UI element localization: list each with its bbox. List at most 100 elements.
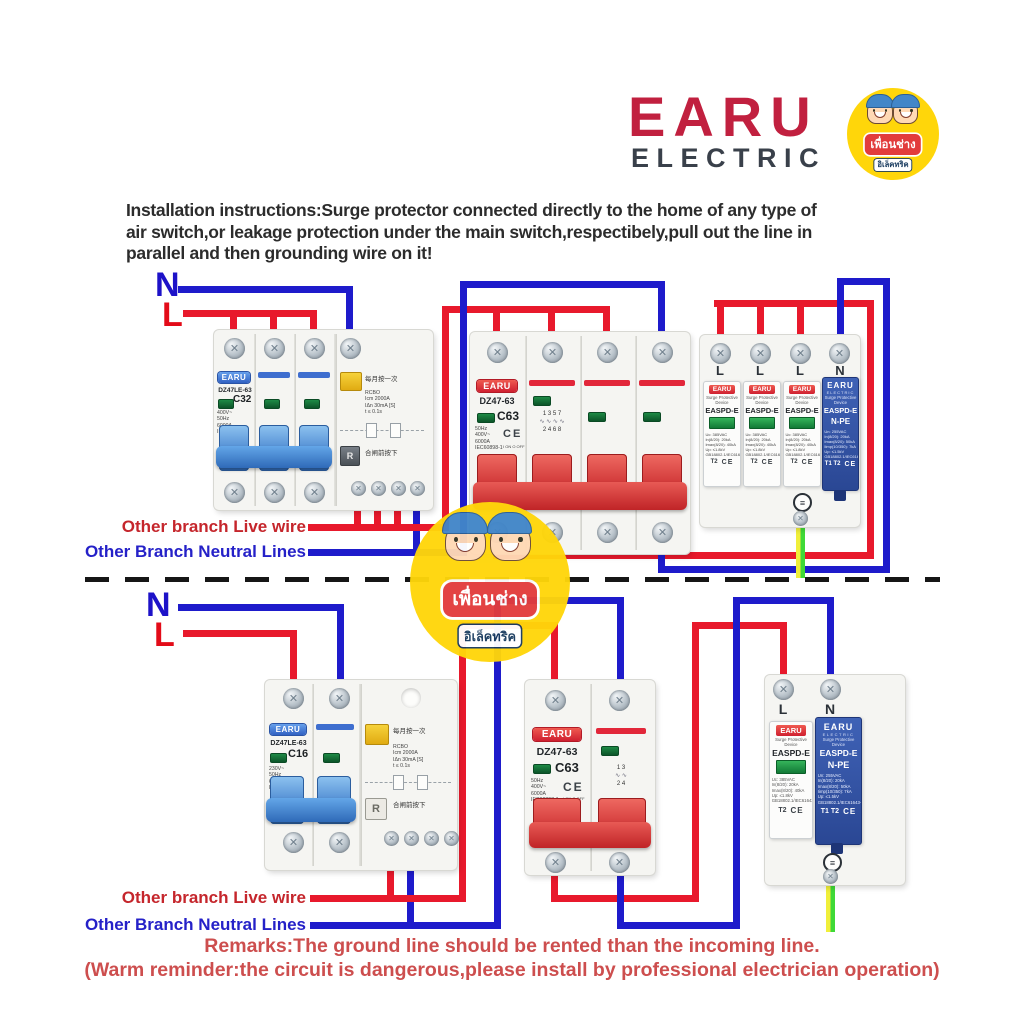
brand-logo: EARU	[748, 385, 776, 394]
terminal-screw	[264, 338, 285, 359]
instructions-line: air switch,or leakage protection under t…	[126, 221, 813, 242]
badge-subtitle: อิเล็คทริค	[458, 625, 522, 647]
green-indicator	[323, 753, 340, 763]
live-wire-segment	[374, 500, 381, 531]
type-label: Device	[833, 400, 848, 406]
spec-line: Imax(8/20): 50kA	[824, 438, 855, 444]
spec-block: Uc: 385VAC In(8/20): 20kA Imax(8/20): 40…	[745, 432, 781, 457]
badge-title: เพื่อนช่าง	[864, 134, 922, 155]
neutral-wire-segment	[460, 281, 467, 556]
type-label: Device	[784, 742, 798, 748]
model-label: EASPD-E	[785, 405, 819, 415]
neutral-wire-segment	[460, 281, 665, 288]
model-label: EASPD-E	[772, 747, 810, 758]
spec-block: Uc: 385VAC In(8/20): 20kA Imax(8/20): 40…	[785, 432, 820, 457]
pins-top: 1 3	[616, 765, 626, 771]
type-label: Device	[831, 742, 846, 748]
npe-label: N-PE	[830, 416, 851, 426]
badge-subtitle: อิเล็คทริค	[874, 158, 912, 172]
brand-logo: EARU	[533, 728, 581, 741]
green-indicator	[601, 746, 619, 756]
neutral-wire-segment	[178, 604, 344, 611]
spec-line: GB18802.1/IEC61643-1	[745, 451, 781, 457]
neutral-bus-segment	[308, 549, 467, 556]
terminal-screw	[820, 679, 841, 700]
instructions-line: Installation instructions:Surge protecto…	[126, 200, 817, 220]
live-branch-label-bottom: Other branch Live wire	[121, 888, 306, 907]
terminal-screw	[545, 690, 566, 711]
spec-line: Imax(8/20): 50kA	[817, 783, 851, 789]
npe-tab	[831, 843, 843, 854]
terminal-screw	[790, 343, 811, 364]
live-wire-segment	[394, 500, 401, 531]
ce-mark: CE	[790, 805, 804, 815]
green-indicator	[533, 396, 551, 406]
spec-line: t ≤ 0.1s	[365, 409, 382, 416]
mascot-face-right	[486, 511, 533, 561]
type-class: T2	[710, 459, 718, 466]
live-wire-segment	[797, 300, 804, 356]
live-wire-segment	[270, 310, 277, 344]
spec-line: In(8/20): 20kA	[705, 436, 731, 442]
spec-block: Un: 255VAC In(8/20): 20kA Imax(8/20): 50…	[824, 429, 858, 459]
pole-stripe	[639, 380, 685, 386]
neutral-wire-segment	[407, 850, 414, 929]
live-wire-segment	[493, 552, 874, 559]
live-wire-segment	[493, 306, 500, 356]
spec-line: IΔn 30mA [S]	[365, 402, 396, 409]
terminal-screw	[329, 688, 350, 709]
spec-line: RCBO	[393, 744, 408, 750]
spec-line: 50Hz	[217, 416, 230, 423]
terminal-screw	[545, 852, 566, 873]
live-wire-segment	[459, 622, 466, 902]
terminal-screw	[773, 679, 794, 700]
live-wire-segment	[780, 622, 787, 692]
spec-line: 6000A	[475, 438, 491, 445]
live-wire-segment	[354, 500, 361, 531]
live-wire-segment	[717, 300, 724, 356]
neutral-wire-segment	[617, 597, 624, 693]
spec-line: Imax(8/20): 40kA	[785, 441, 816, 447]
terminal-label: N	[824, 701, 836, 717]
brand-logo: EARU	[270, 724, 306, 735]
neutral-wire-segment	[178, 286, 353, 293]
surge-protector-4p: L L L N EARU Surge Protective Device EAS…	[700, 335, 860, 527]
green-indicator	[477, 413, 495, 423]
brand-subtitle: ELECTRIC	[631, 143, 826, 173]
ce-mark: CE	[721, 458, 734, 466]
spec-line: IΔn 30mA [S]	[393, 756, 424, 763]
type-label: Surge Protective	[822, 737, 855, 742]
live-wire-segment	[603, 306, 610, 356]
model-label: DZ47-63	[479, 396, 515, 406]
type-label: Surge Protective	[786, 395, 818, 400]
type-label: Device	[795, 400, 809, 406]
status-window	[709, 416, 735, 429]
green-indicator	[270, 753, 287, 763]
pole-stripe	[298, 372, 330, 378]
mascot-face-left	[442, 511, 488, 561]
breaker-rcbo-4p: EARU DZ47LE-63 C32 400V~ 50Hz 6000A IEC6…	[214, 330, 433, 510]
toggle-bar	[266, 798, 356, 822]
ground-wire	[796, 520, 805, 578]
rcd-spec-block: RCBO Icm 2000A IΔn 30mA [S] t ≤ 0.1s	[393, 744, 423, 770]
type-label: Surge Protective	[746, 395, 778, 400]
spec-line: 400V~	[475, 432, 491, 439]
ce-mark: CE	[761, 458, 774, 466]
type-label: Surge Protective	[824, 395, 857, 400]
pins-top: 1 3 5 7	[542, 411, 562, 417]
trip-curve-icon	[594, 772, 648, 780]
terminal-screw	[487, 342, 508, 363]
live-letter-top: L	[162, 296, 183, 334]
spec-line: Imax(8/20): 40kA	[745, 441, 776, 447]
live-wire-segment	[551, 622, 558, 693]
neutral-wire-segment	[494, 597, 501, 929]
terminal-screw	[829, 343, 850, 364]
type-label: Surge Protective	[775, 737, 807, 742]
pole-stripe	[529, 380, 575, 386]
spec-line: Up: ≤1.8kV	[705, 446, 726, 452]
terminal-screw	[304, 482, 325, 503]
cap-icon	[442, 511, 488, 535]
spd-module-card: EARU Surge Protective Device EASPD-E Uc:…	[743, 381, 781, 487]
neutral-wire-segment	[827, 597, 834, 692]
live-wire-segment	[183, 310, 317, 317]
